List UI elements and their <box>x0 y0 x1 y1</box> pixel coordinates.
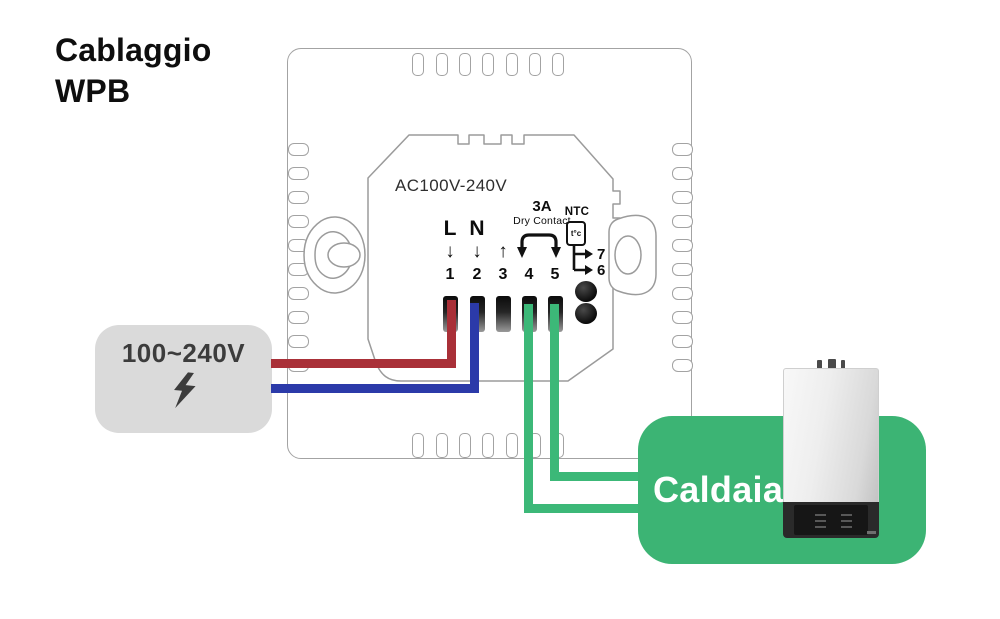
pin-number-6: 6 <box>597 262 606 279</box>
vent-slot <box>529 53 541 76</box>
pin-number-1: 1 <box>445 266 455 283</box>
neutral-wire-horizontal <box>271 384 479 393</box>
boiler-vent-lines <box>815 514 826 528</box>
pin-number-3: 3 <box>498 266 508 283</box>
boiler-wire-5-horizontal <box>550 472 646 481</box>
dry-contact-symbol-icon <box>517 233 561 258</box>
lightning-icon <box>173 372 196 409</box>
screw-hole <box>575 303 597 324</box>
live-wire-horizontal <box>271 359 456 368</box>
power-voltage-label: 100~240V <box>121 338 246 368</box>
mounting-hook-left <box>303 216 366 294</box>
boiler-brand-mark <box>867 531 876 534</box>
boiler-vent-lines <box>841 514 852 528</box>
pin-number-4: 4 <box>524 266 534 283</box>
page-title: Cablaggio WPB <box>55 30 211 112</box>
pin-number-7: 7 <box>597 246 606 263</box>
vent-slot <box>672 239 693 252</box>
boiler-panel-display <box>794 505 868 535</box>
vent-slot <box>436 53 448 76</box>
vent-slot <box>288 167 309 180</box>
vent-slot <box>288 191 309 204</box>
vent-slot <box>672 359 693 372</box>
ntc-sensor-glyph: t°c <box>570 229 582 238</box>
boiler-wire-5-vertical <box>550 304 559 481</box>
power-supply-box: 100~240V <box>95 325 272 433</box>
ntc-pin-bracket-icon <box>572 244 593 275</box>
boiler-appliance <box>780 356 882 540</box>
terminal-l-label: L <box>443 217 457 240</box>
vent-slot <box>288 215 309 228</box>
boiler-control-panel <box>783 502 879 538</box>
pin-number-2: 2 <box>472 266 482 283</box>
vent-slot <box>672 311 693 324</box>
boiler-pipe <box>828 359 836 369</box>
ntc-label: NTC <box>564 206 590 218</box>
vent-slot <box>672 143 693 156</box>
vent-slot <box>412 433 424 458</box>
neutral-wire-vertical <box>470 303 479 393</box>
vent-slot <box>672 215 693 228</box>
vent-slot <box>672 335 693 348</box>
dry-contact-amp-label: 3A <box>532 198 552 215</box>
boiler-wire-4-vertical <box>524 304 533 513</box>
boiler-pipe <box>841 360 845 369</box>
vent-slot <box>436 433 448 458</box>
vent-slot <box>506 53 518 76</box>
boiler-pipe <box>817 360 822 369</box>
vent-slot <box>672 263 693 276</box>
boiler-wire-4-horizontal <box>524 504 646 513</box>
vent-slot <box>552 53 564 76</box>
vent-slot <box>288 335 309 348</box>
terminal-slot-3 <box>496 296 511 332</box>
down-arrow-icon: ↓ <box>472 241 482 262</box>
vent-slot <box>672 167 693 180</box>
vent-slot <box>482 53 494 76</box>
title-line-1: Cablaggio <box>55 32 212 68</box>
title-line-2: WPB <box>55 73 131 109</box>
up-arrow-icon: ↑ <box>498 241 508 262</box>
vent-slot <box>506 433 518 458</box>
live-wire-vertical <box>447 300 456 368</box>
ntc-sensor-icon: t°c <box>566 221 586 246</box>
vent-slot <box>459 53 471 76</box>
down-arrow-icon: ↓ <box>445 241 455 262</box>
pin-number-5: 5 <box>550 266 560 283</box>
vent-slot <box>288 143 309 156</box>
boiler-label: Caldaia <box>653 469 784 510</box>
vent-slot <box>672 287 693 300</box>
screw-hole <box>575 281 597 302</box>
vent-slot <box>459 433 471 458</box>
dry-contact-label: Dry Contact <box>513 215 571 227</box>
vent-slot <box>288 311 309 324</box>
boiler-body <box>783 368 879 503</box>
vent-slot <box>672 191 693 204</box>
terminal-n-label: N <box>469 217 485 240</box>
vent-slot <box>288 287 309 300</box>
vent-slot <box>412 53 424 76</box>
voltage-rating-label: AC100V-240V <box>395 176 508 195</box>
mounting-hook-right <box>608 214 657 296</box>
vent-slot <box>482 433 494 458</box>
